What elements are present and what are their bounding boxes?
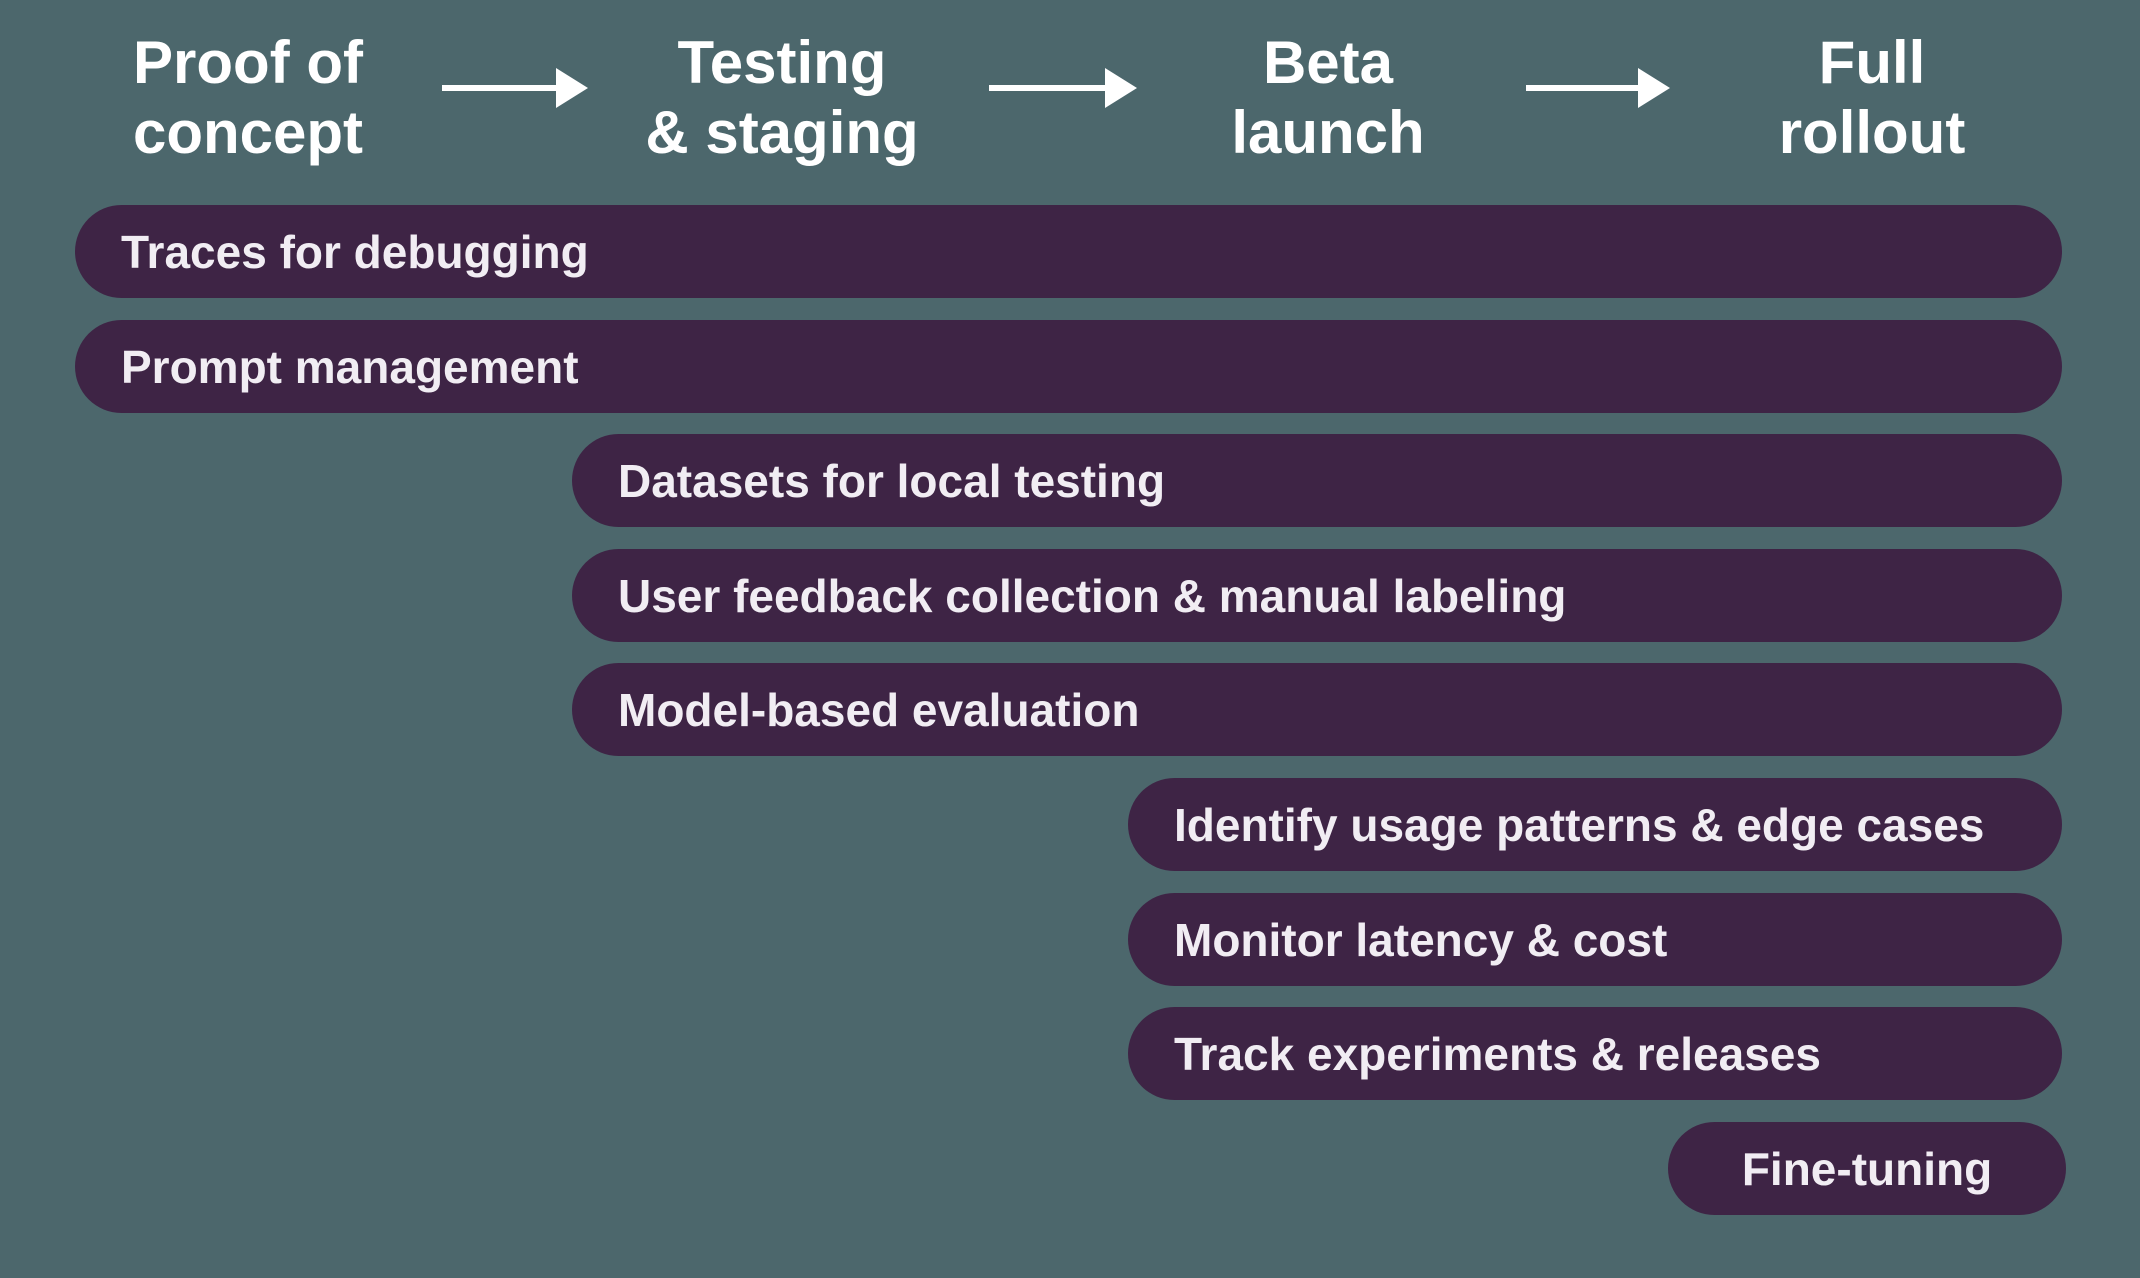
timeline-bar-track-experiments-and-releases: Track experiments & releases: [1128, 1007, 2062, 1100]
stage-label-line1: Testing: [677, 29, 887, 96]
stage-label-line2: launch: [1231, 99, 1425, 166]
timeline-bar-label: User feedback collection & manual labeli…: [618, 569, 1567, 622]
timeline-bar-model-based-evaluation: Model-based evaluation: [572, 663, 2062, 756]
stage-label-line1: Beta: [1262, 29, 1394, 96]
stage-label-line1: Full: [1818, 29, 1926, 96]
stage-header-proof-of-concept: Proof of concept: [133, 28, 363, 168]
stage-label-line2: concept: [132, 99, 364, 166]
timeline-bar-monitor-latency-and-cost: Monitor latency & cost: [1128, 893, 2062, 986]
timeline-bar-identify-usage-patterns-and-edge-cases: Identify usage patterns & edge cases: [1128, 778, 2062, 871]
stage-label-line2: & staging: [645, 99, 919, 166]
arrow-right-icon: [989, 68, 1137, 108]
timeline-bar-label: Prompt management: [121, 340, 579, 393]
timeline-bar-traces-for-debugging: Traces for debugging: [75, 205, 2062, 298]
timeline-bar-label: Monitor latency & cost: [1174, 913, 1668, 966]
timeline-bar-label: Identify usage patterns & edge cases: [1174, 798, 1985, 851]
timeline-bar-label: Track experiments & releases: [1174, 1027, 1821, 1080]
timeline-bar-datasets-for-local-testing: Datasets for local testing: [572, 434, 2062, 527]
arrow-right-icon: [442, 68, 588, 108]
arrow-right-icon: [1526, 68, 1670, 108]
timeline-bar-fine-tuning: Fine-tuning: [1668, 1122, 2066, 1215]
stage-header-beta-launch: Beta launch: [1231, 28, 1424, 168]
stage-label-line2: rollout: [1778, 99, 1966, 166]
stage-header-testing-staging: Testing & staging: [645, 28, 918, 168]
stage-label-line1: Proof of: [133, 29, 363, 96]
timeline-bar-label: Model-based evaluation: [618, 683, 1140, 736]
timeline-bar-label: Datasets for local testing: [618, 454, 1166, 507]
timeline-bar-label: Traces for debugging: [121, 225, 589, 278]
timeline-bar-label: Fine-tuning: [1741, 1142, 1993, 1195]
stage-header-full-rollout: Full rollout: [1779, 28, 1966, 168]
timeline-bar-prompt-management: Prompt management: [75, 320, 2062, 413]
timeline-bar-user-feedback-collection-and-manual-labeling: User feedback collection & manual labeli…: [572, 549, 2062, 642]
